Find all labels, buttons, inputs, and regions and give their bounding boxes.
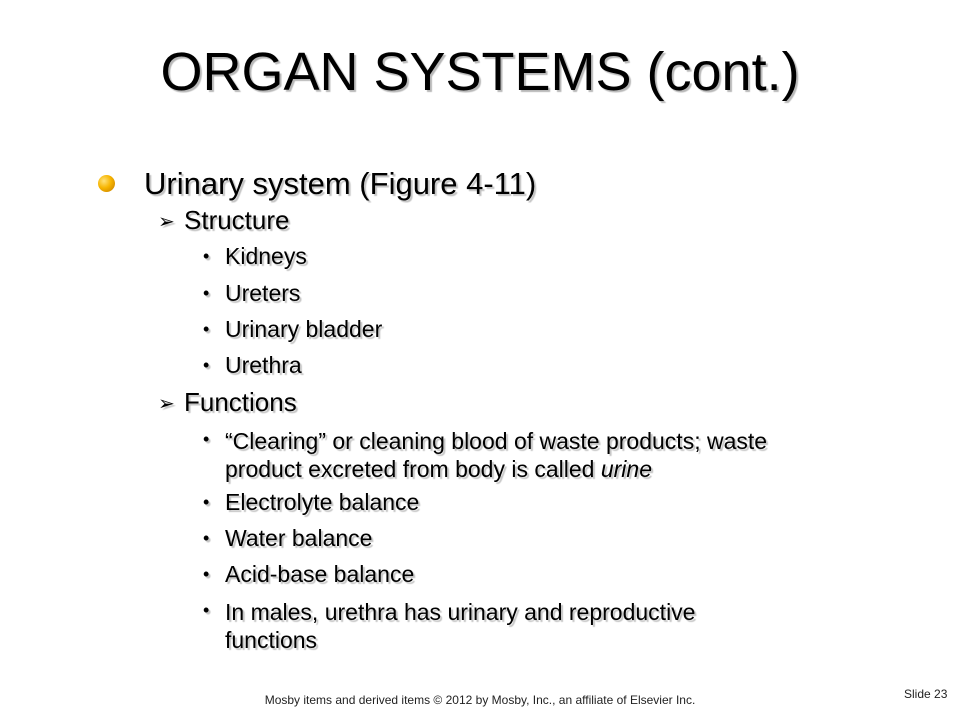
list-item-text: Urinary bladder xyxy=(225,316,383,342)
list-item-text: Electrolyte balance xyxy=(225,489,420,515)
dot-bullet-icon: • xyxy=(203,528,210,548)
slide-title: ORGAN SYSTEMS (cont.) xyxy=(160,42,800,102)
dot-bullet-icon: • xyxy=(203,600,210,620)
copyright-footer: Mosby items and derived items © 2012 by … xyxy=(264,693,696,707)
subheading-text: Functions xyxy=(184,387,297,417)
list-item-text: Acid-base balance xyxy=(225,561,415,587)
list-item-text: In males, urethra has urinary and reprod… xyxy=(225,598,695,654)
slide-number: Slide 23 xyxy=(904,687,948,701)
dot-bullet-icon: • xyxy=(203,246,210,266)
bullet-text: Urinary system (Figure 4-11) xyxy=(144,166,537,201)
list-item-text: Water balance xyxy=(225,525,373,551)
arrow-bullet-icon: ➢ xyxy=(158,209,175,233)
list-item-text: Kidneys xyxy=(225,243,307,269)
dot-bullet-icon: • xyxy=(203,429,210,449)
subheading-text: Structure xyxy=(184,205,290,235)
arrow-bullet-icon: ➢ xyxy=(158,391,175,415)
dot-bullet-icon: • xyxy=(203,355,210,375)
dot-bullet-icon: • xyxy=(203,492,210,512)
emphasis-text: urine xyxy=(600,456,653,482)
list-item-line: In males, urethra has urinary and reprod… xyxy=(225,599,696,625)
dot-bullet-icon: • xyxy=(203,319,210,339)
list-item-line: functions xyxy=(225,627,318,653)
dot-bullet-icon: • xyxy=(203,283,210,303)
dot-bullet-icon: • xyxy=(203,564,210,584)
list-item-text: “Clearing” or cleaning blood of waste pr… xyxy=(225,427,767,483)
round-bullet-icon xyxy=(98,175,115,192)
list-item-text: Urethra xyxy=(225,352,302,378)
list-item-line: “Clearing” or cleaning blood of waste pr… xyxy=(225,428,768,454)
list-item-text: Ureters xyxy=(225,280,301,306)
list-item-line: product excreted from body is called xyxy=(225,456,601,482)
